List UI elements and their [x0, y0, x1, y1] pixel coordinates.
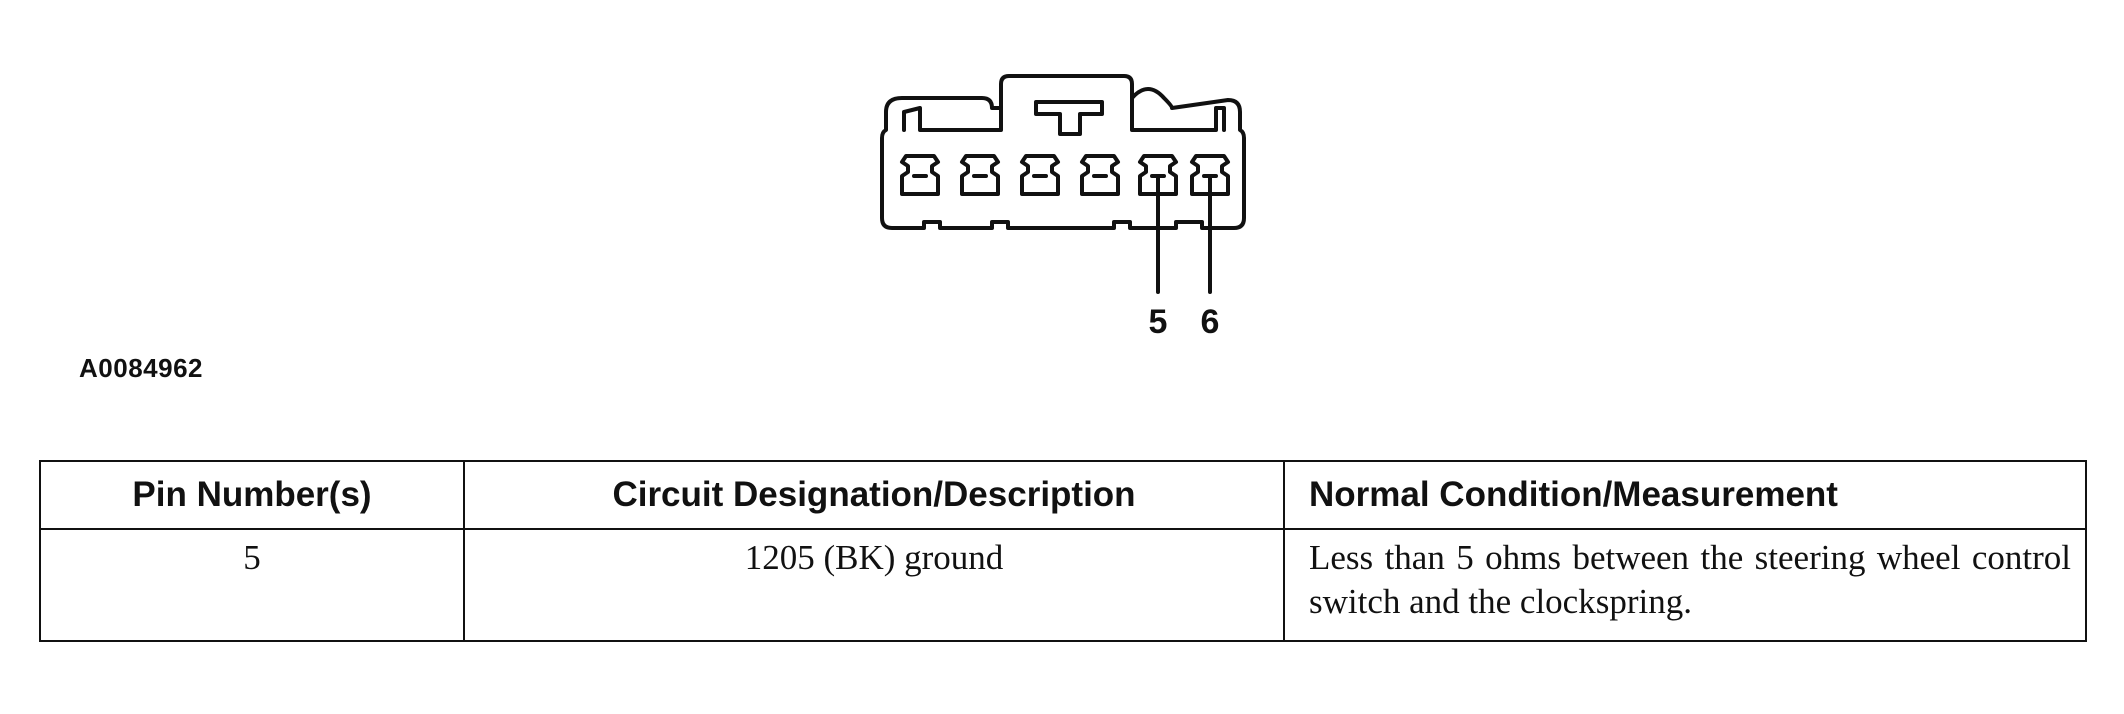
header-condition: Normal Condition/Measurement	[1283, 460, 2087, 530]
pin-label-5: 5	[1149, 303, 1168, 341]
cell-circuit: 1205 (BK) ground	[463, 528, 1285, 642]
pin-label-6: 6	[1201, 303, 1220, 341]
connector-housing	[880, 74, 1246, 230]
latch-tab	[1034, 100, 1104, 136]
figure-id: A0084962	[79, 353, 203, 383]
table-header-row: Pin Number(s) Circuit Designation/Descri…	[39, 460, 2087, 530]
table-row: 5 1205 (BK) ground Less than 5 ohms betw…	[39, 528, 2087, 642]
header-pin-number: Pin Number(s)	[39, 460, 465, 530]
cell-pin-number: 5	[39, 528, 465, 642]
terminal-cavities	[900, 154, 1230, 196]
terminal-cavity	[960, 154, 1000, 196]
pinout-table: Pin Number(s) Circuit Designation/Descri…	[39, 460, 2087, 642]
connector-diagram: 5 6	[880, 74, 1246, 341]
inner-wall	[902, 96, 1226, 132]
terminal-cavity	[900, 154, 940, 196]
terminal-cavity	[1080, 154, 1120, 196]
header-circuit: Circuit Designation/Description	[463, 460, 1285, 530]
terminal-cavity	[1020, 154, 1060, 196]
cell-condition: Less than 5 ohms between the steering wh…	[1283, 528, 2087, 642]
